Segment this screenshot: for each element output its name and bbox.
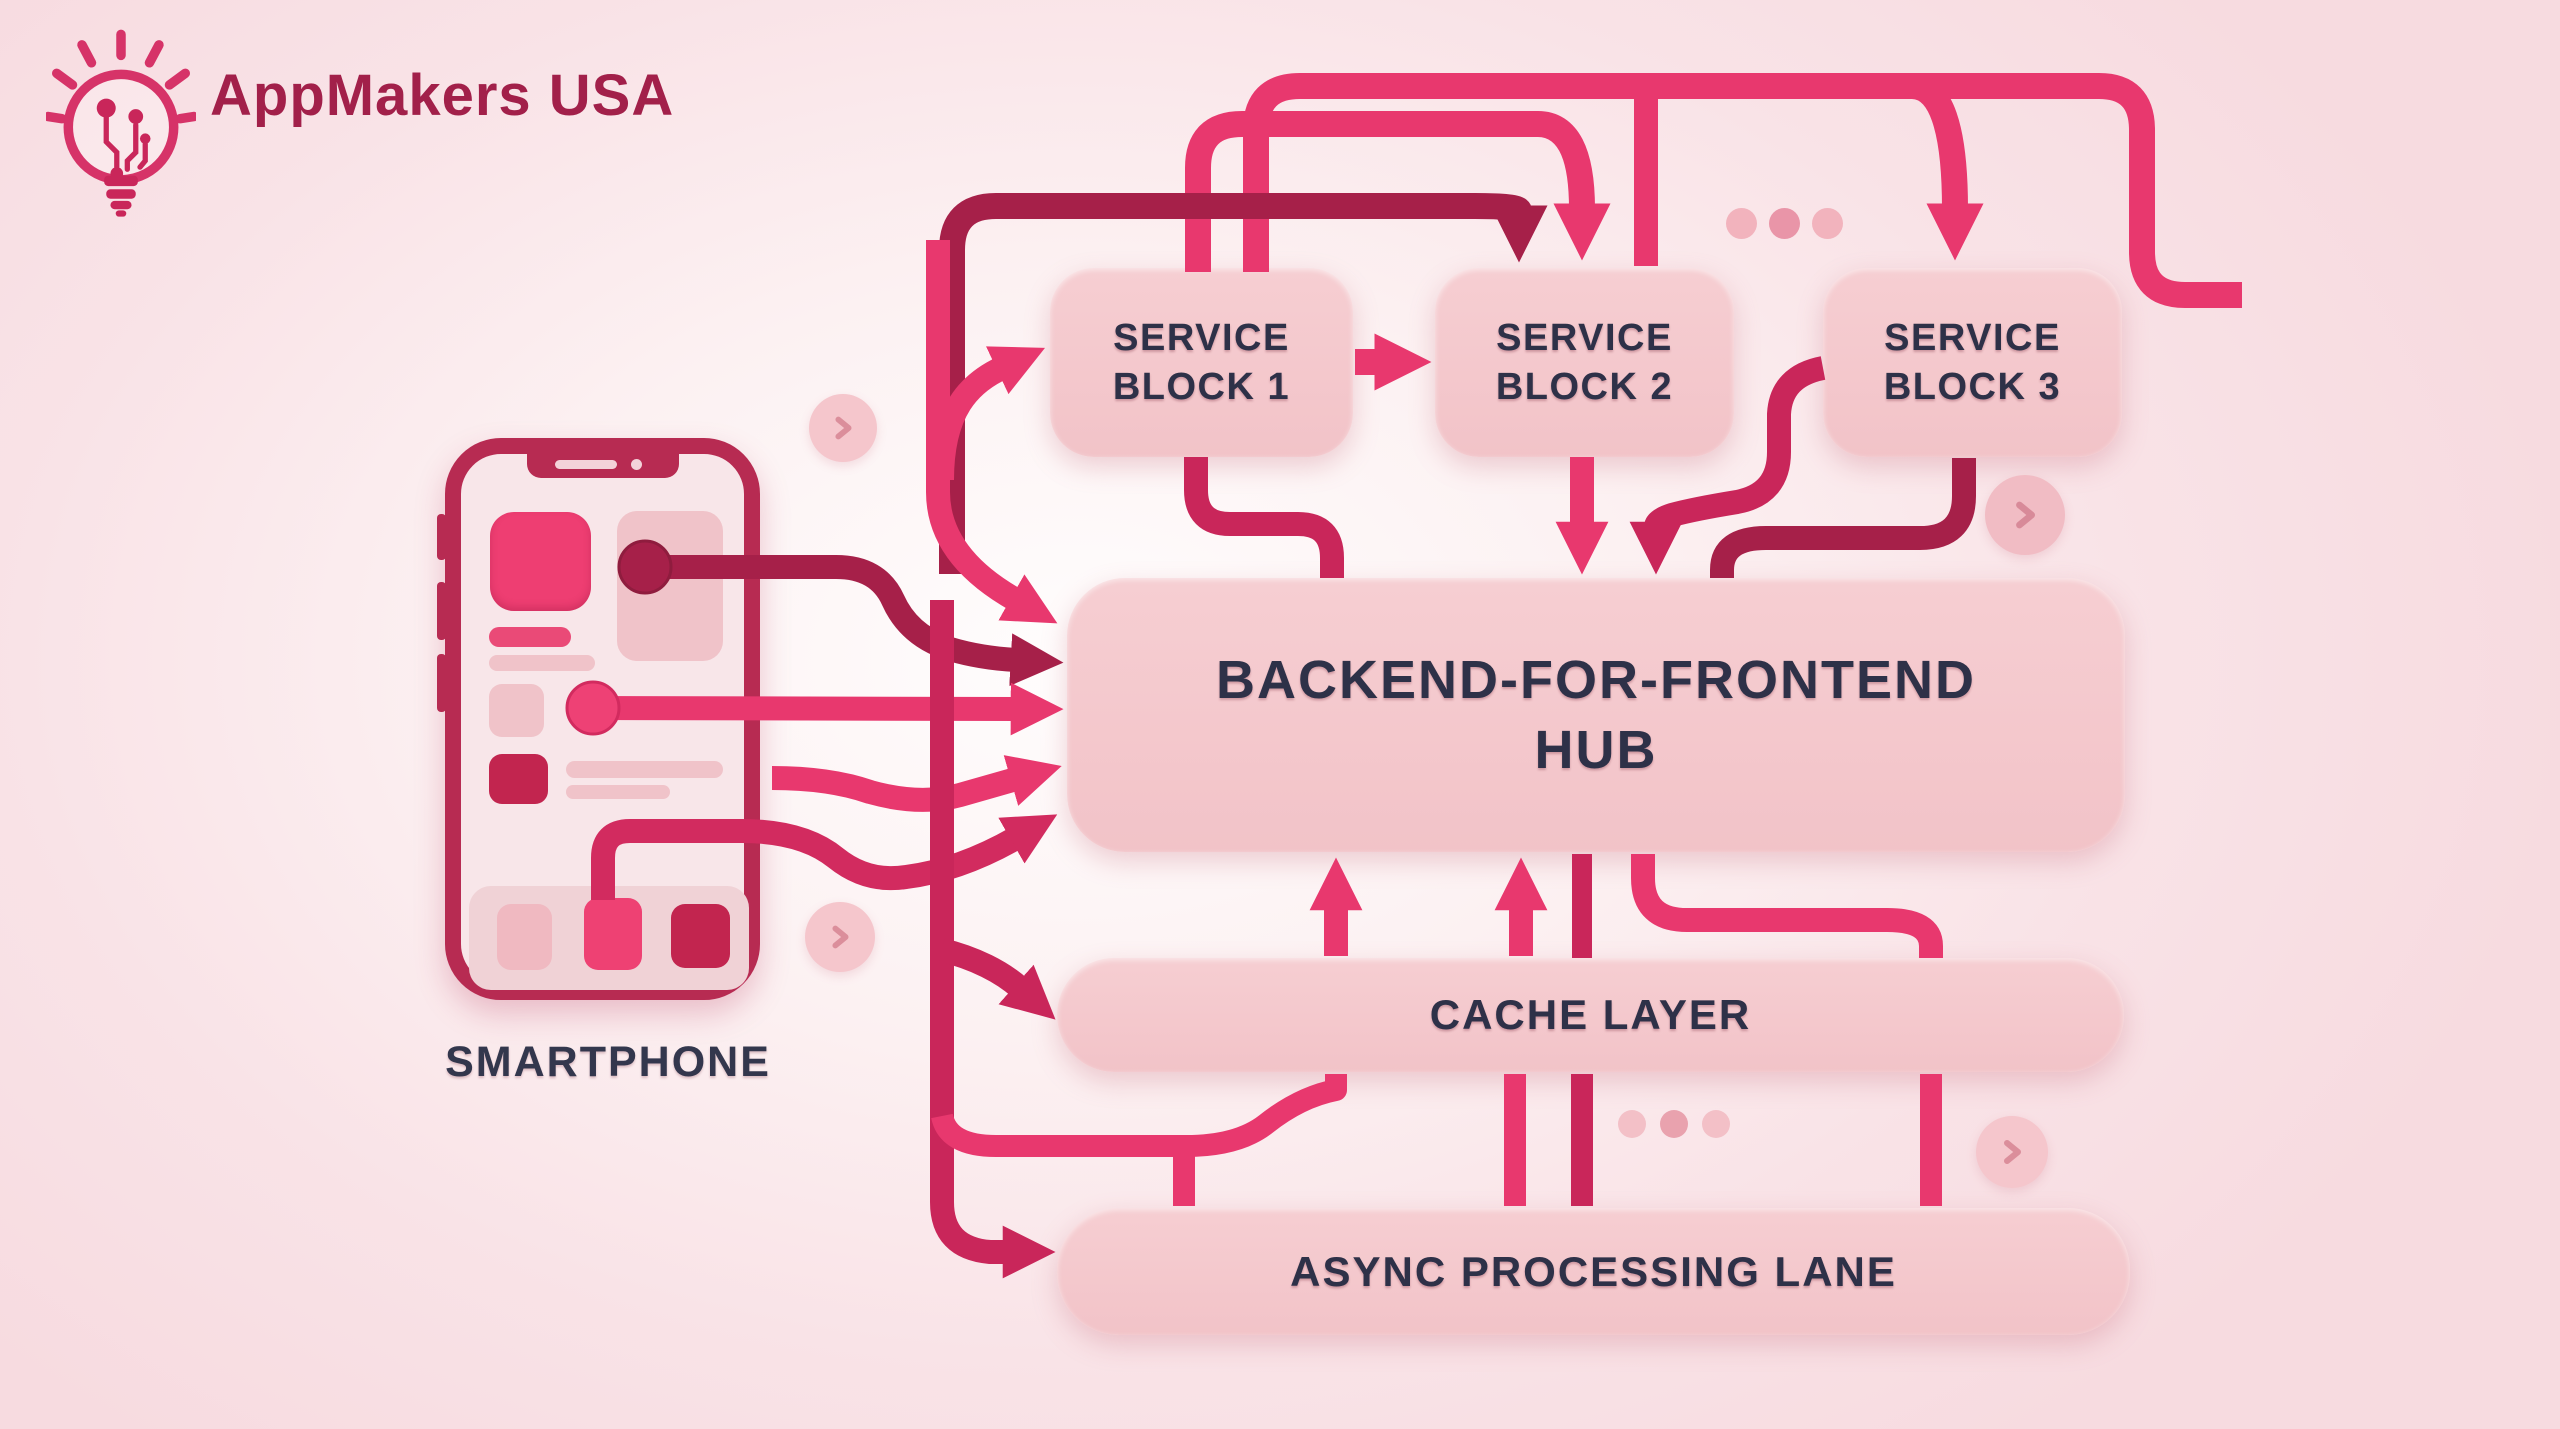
wire-sb1-to-hub: [1184, 457, 1344, 578]
node-service-block-3: SERVICE BLOCK 3: [1823, 268, 2122, 457]
node-service-block-1: SERVICE BLOCK 1: [1050, 268, 1353, 457]
bff-hub-label-line2: HUB: [1534, 720, 1658, 780]
lightbulb-circuit-icon: [46, 29, 196, 217]
service-block-3-label-line1: SERVICE: [1884, 316, 2061, 359]
wire-vertical-into-hub: [926, 240, 1058, 624]
phone-dock-tile: [584, 898, 642, 970]
phone-bottom-bar: [469, 886, 749, 990]
phone-ui-line: [566, 785, 670, 799]
phone-card: [617, 511, 723, 661]
wire-swerve-into-hub: [771, 755, 1062, 812]
service-block-3-label-line2: BLOCK 3: [1883, 365, 2062, 408]
node-service-block-2: SERVICE BLOCK 2: [1435, 268, 1734, 457]
wire-sb3-bottom-to-hub: [1710, 458, 1976, 582]
chevron-right-icon: [1976, 1116, 2048, 1188]
async-lane-label: ASYNC PROCESSING LANE: [1290, 1247, 1897, 1295]
wire-branch-into-cache: [939, 938, 1056, 1020]
smartphone-illustration: [437, 438, 760, 1000]
phone-side-button: [437, 654, 446, 712]
service-block-1-label-line1: SERVICE: [1113, 316, 1290, 359]
phone-dock-tile: [671, 904, 730, 968]
phone-side-button: [437, 582, 446, 640]
service-block-2-label-line1: SERVICE: [1496, 316, 1673, 359]
brand-logo: [46, 28, 196, 223]
phone-ui-line: [566, 761, 723, 778]
phone-notch: [526, 452, 679, 478]
service-block-1-label-line2: BLOCK 1: [1112, 365, 1291, 408]
wire-outer-arch: [1243, 73, 2242, 308]
bff-hub-label-line1: BACKEND-FOR-FRONTEND: [1216, 649, 1976, 710]
wire-hub-elbow-into-cache: [1631, 854, 1943, 958]
node-cache-layer: CACHE LAYER: [1057, 958, 2124, 1072]
chevron-right-icon: [809, 394, 877, 462]
phone-side-button: [437, 514, 446, 560]
service-block-2-label-line2: BLOCK 2: [1495, 365, 1674, 408]
phone-ui-tile: [489, 754, 548, 804]
phone-ui-line: [489, 655, 595, 671]
wire-into-sb1: [930, 346, 1046, 481]
wire-left-vertical-to-async: [930, 600, 1056, 1279]
node-backend-for-frontend-hub: BACKEND-FOR-FRONTEND HUB: [1067, 578, 2125, 852]
wire-sb1-to-sb2-arch: [1185, 111, 1611, 272]
chevron-right-icon: [805, 902, 875, 972]
brand-name: AppMakers USA: [210, 63, 675, 128]
cache-layer-label: CACHE LAYER: [1429, 991, 1752, 1038]
wire-arch-to-sb3: [1910, 73, 1984, 261]
chevron-right-icon: [1985, 475, 2065, 555]
smartphone-label: SMARTPHONE: [445, 1038, 771, 1086]
wire-branch-cache-bottom: [931, 1074, 1347, 1157]
phone-ui-tile: [489, 684, 544, 737]
phone-ui-pill: [489, 627, 571, 647]
phone-speaker: [554, 460, 617, 469]
phone-camera-dot: [630, 459, 642, 470]
node-async-processing-lane: ASYNC PROCESSING LANE: [1057, 1208, 2130, 1335]
phone-app-icon: [490, 512, 591, 611]
phone-dock-tile: [497, 904, 552, 970]
